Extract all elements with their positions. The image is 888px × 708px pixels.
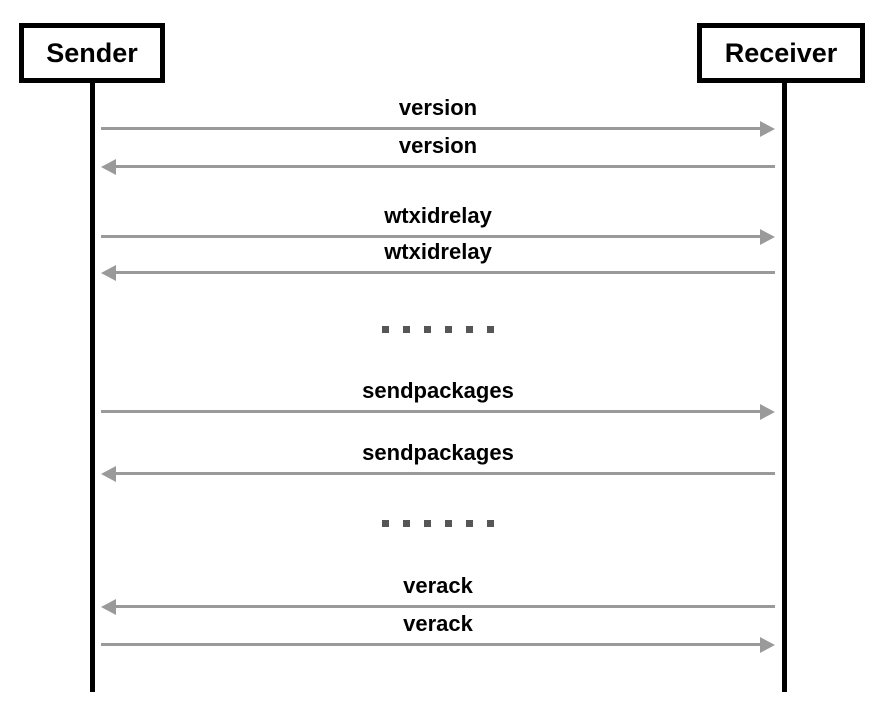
message-line bbox=[116, 271, 775, 274]
participant-box-sender[interactable]: Sender bbox=[19, 23, 165, 83]
message-label: sendpackages bbox=[362, 440, 514, 465]
message-line bbox=[101, 643, 760, 646]
message-line bbox=[101, 410, 760, 413]
arrowhead-right-icon bbox=[760, 229, 775, 245]
arrowhead-left-icon bbox=[101, 265, 116, 281]
message-label: verack bbox=[403, 611, 473, 636]
lifeline-sender bbox=[90, 83, 95, 692]
ellipsis-dot bbox=[424, 326, 431, 333]
message-line bbox=[116, 605, 775, 608]
ellipsis-dot bbox=[445, 326, 452, 333]
ellipsis-dot bbox=[382, 326, 389, 333]
ellipsis-dot bbox=[487, 326, 494, 333]
lifeline-receiver bbox=[782, 83, 787, 692]
arrowhead-right-icon bbox=[760, 121, 775, 137]
participant-label-receiver: Receiver bbox=[724, 37, 838, 68]
participant-box-receiver[interactable]: Receiver bbox=[697, 23, 865, 83]
ellipsis-dot bbox=[382, 520, 389, 527]
ellipsis-dot bbox=[487, 520, 494, 527]
continuation-ellipsis bbox=[382, 326, 494, 333]
message-line bbox=[101, 127, 760, 130]
message-label: version bbox=[398, 133, 478, 158]
ellipsis-dot bbox=[466, 520, 473, 527]
message-label: verack bbox=[403, 573, 473, 598]
ellipsis-dot bbox=[445, 520, 452, 527]
ellipsis-dot bbox=[466, 326, 473, 333]
arrowhead-left-icon bbox=[101, 159, 116, 175]
message-line bbox=[116, 165, 775, 168]
message-label: version bbox=[398, 95, 478, 120]
message-label: sendpackages bbox=[362, 378, 514, 403]
message-line bbox=[116, 472, 775, 475]
message-line bbox=[101, 235, 760, 238]
participant-label-sender: Sender bbox=[46, 37, 138, 68]
ellipsis-dot bbox=[403, 326, 410, 333]
ellipsis-dot bbox=[424, 520, 431, 527]
message-label: wtxidrelay bbox=[384, 203, 492, 228]
arrowhead-right-icon bbox=[760, 404, 775, 420]
arrowhead-right-icon bbox=[760, 637, 775, 653]
arrowhead-left-icon bbox=[101, 599, 116, 615]
message-label: wtxidrelay bbox=[384, 239, 492, 264]
continuation-ellipsis bbox=[382, 520, 494, 527]
arrowhead-left-icon bbox=[101, 466, 116, 482]
ellipsis-dot bbox=[403, 520, 410, 527]
